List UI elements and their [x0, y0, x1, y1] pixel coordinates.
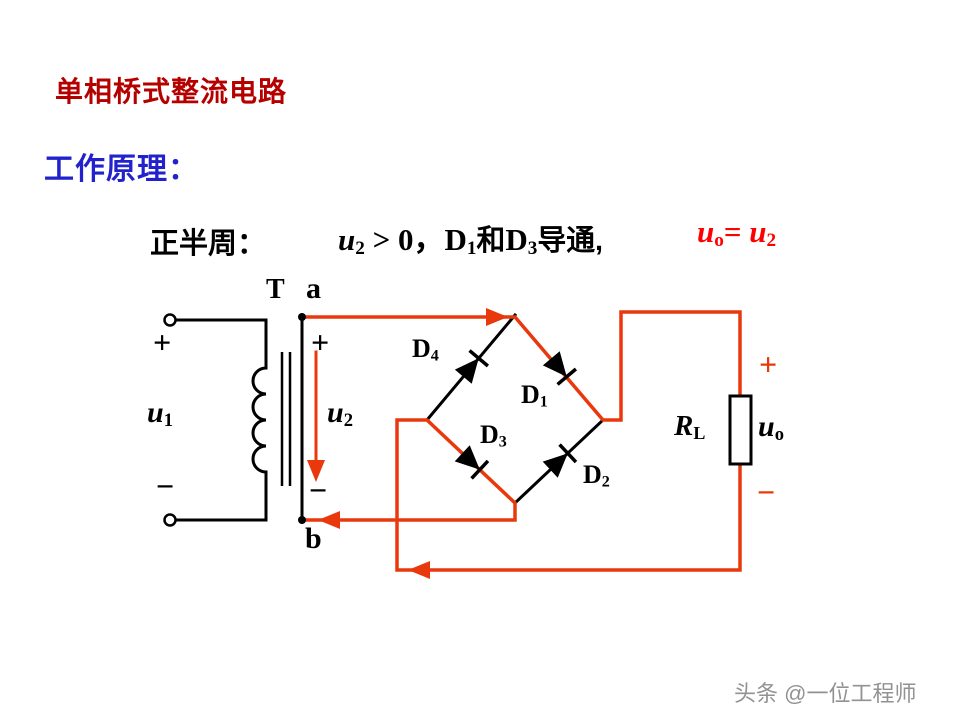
- current-arrow-left-b-icon: [318, 511, 340, 529]
- node-b-label: b: [305, 522, 322, 555]
- formula-and: 和: [476, 225, 506, 257]
- formula-u2-sub: 2: [355, 238, 365, 260]
- diode-d2-icon: [542, 443, 578, 478]
- d2-sub: 2: [601, 473, 610, 491]
- current-path: [300, 310, 742, 572]
- d2-base: D: [583, 460, 602, 489]
- d2-label: D2: [583, 462, 610, 491]
- u2-sub: 2: [343, 410, 353, 432]
- primary-plus-label: +: [153, 324, 172, 360]
- node-a-label: a: [306, 272, 321, 305]
- uo-label: uo: [758, 412, 784, 445]
- d4-base: D: [412, 334, 431, 363]
- d3-base: D: [480, 420, 499, 449]
- u1-base: u: [147, 396, 164, 429]
- formula-result: uo= u2: [697, 214, 776, 252]
- output-plus-label: +: [759, 346, 778, 382]
- current-arrow-left-bottom-icon: [408, 561, 430, 579]
- input-terminal-top: [163, 313, 177, 327]
- d4-sub: 4: [430, 347, 439, 365]
- primary-winding-wire: [173, 318, 268, 522]
- output-minus-label: −: [757, 474, 776, 510]
- section-heading: 工作原理：: [44, 153, 199, 186]
- formula-d1: D: [444, 222, 467, 257]
- d1-sub: 1: [539, 393, 548, 411]
- formula-equals: =: [723, 214, 750, 249]
- formula-uo: u: [697, 214, 715, 249]
- formula-uo-sub: o: [714, 230, 724, 252]
- formula-mid: > 0，: [364, 222, 445, 257]
- diode-d4-icon: [454, 349, 490, 384]
- primary-minus-label: −: [156, 468, 175, 504]
- formula-d3: D: [505, 222, 528, 257]
- formula-conducts: 导通,: [537, 225, 604, 257]
- u2-base: u: [327, 396, 344, 429]
- formula-d3-sub: 3: [527, 238, 538, 260]
- secondary-minus-label: −: [309, 472, 328, 508]
- secondary-plus-label: +: [311, 324, 330, 360]
- u2-arrowhead-icon: [307, 460, 325, 482]
- rl-sub: L: [693, 422, 706, 443]
- u1-sub: 1: [163, 410, 173, 432]
- watermark: 头条 @一位工程师: [734, 681, 917, 706]
- input-terminal-bottom: [163, 513, 177, 527]
- load-resistor: [728, 394, 753, 466]
- d1-label: D1: [521, 382, 548, 411]
- uo-sub: o: [774, 424, 784, 446]
- u2-label: u2: [327, 398, 353, 431]
- transformer-label: T: [266, 274, 285, 305]
- page-title: 单相桥式整流电路: [55, 76, 288, 107]
- formula-u2b: u: [749, 214, 767, 249]
- d3-sub: 3: [498, 433, 507, 451]
- formula-u2b-sub: 2: [766, 230, 777, 252]
- formula-u2: u: [338, 222, 356, 257]
- diode-d1-icon: [542, 351, 578, 386]
- uo-base: u: [758, 410, 775, 443]
- d1-base: D: [521, 380, 540, 409]
- formula-d1-sub: 1: [466, 238, 477, 260]
- node-b-dot: [298, 516, 306, 524]
- d3-label: D3: [480, 422, 507, 451]
- diode-d3-icon: [454, 445, 490, 480]
- d4-label: D4: [412, 336, 439, 365]
- current-arrow-right-icon: [486, 308, 508, 326]
- formula-prefix: 正半周：: [150, 228, 267, 260]
- node-a-dot: [298, 313, 306, 321]
- rl-base: R: [674, 410, 694, 442]
- load-label: RL: [674, 412, 705, 442]
- u1-label: u1: [147, 398, 173, 431]
- formula-condition: u2 > 0，D1和D3导通,: [338, 214, 603, 260]
